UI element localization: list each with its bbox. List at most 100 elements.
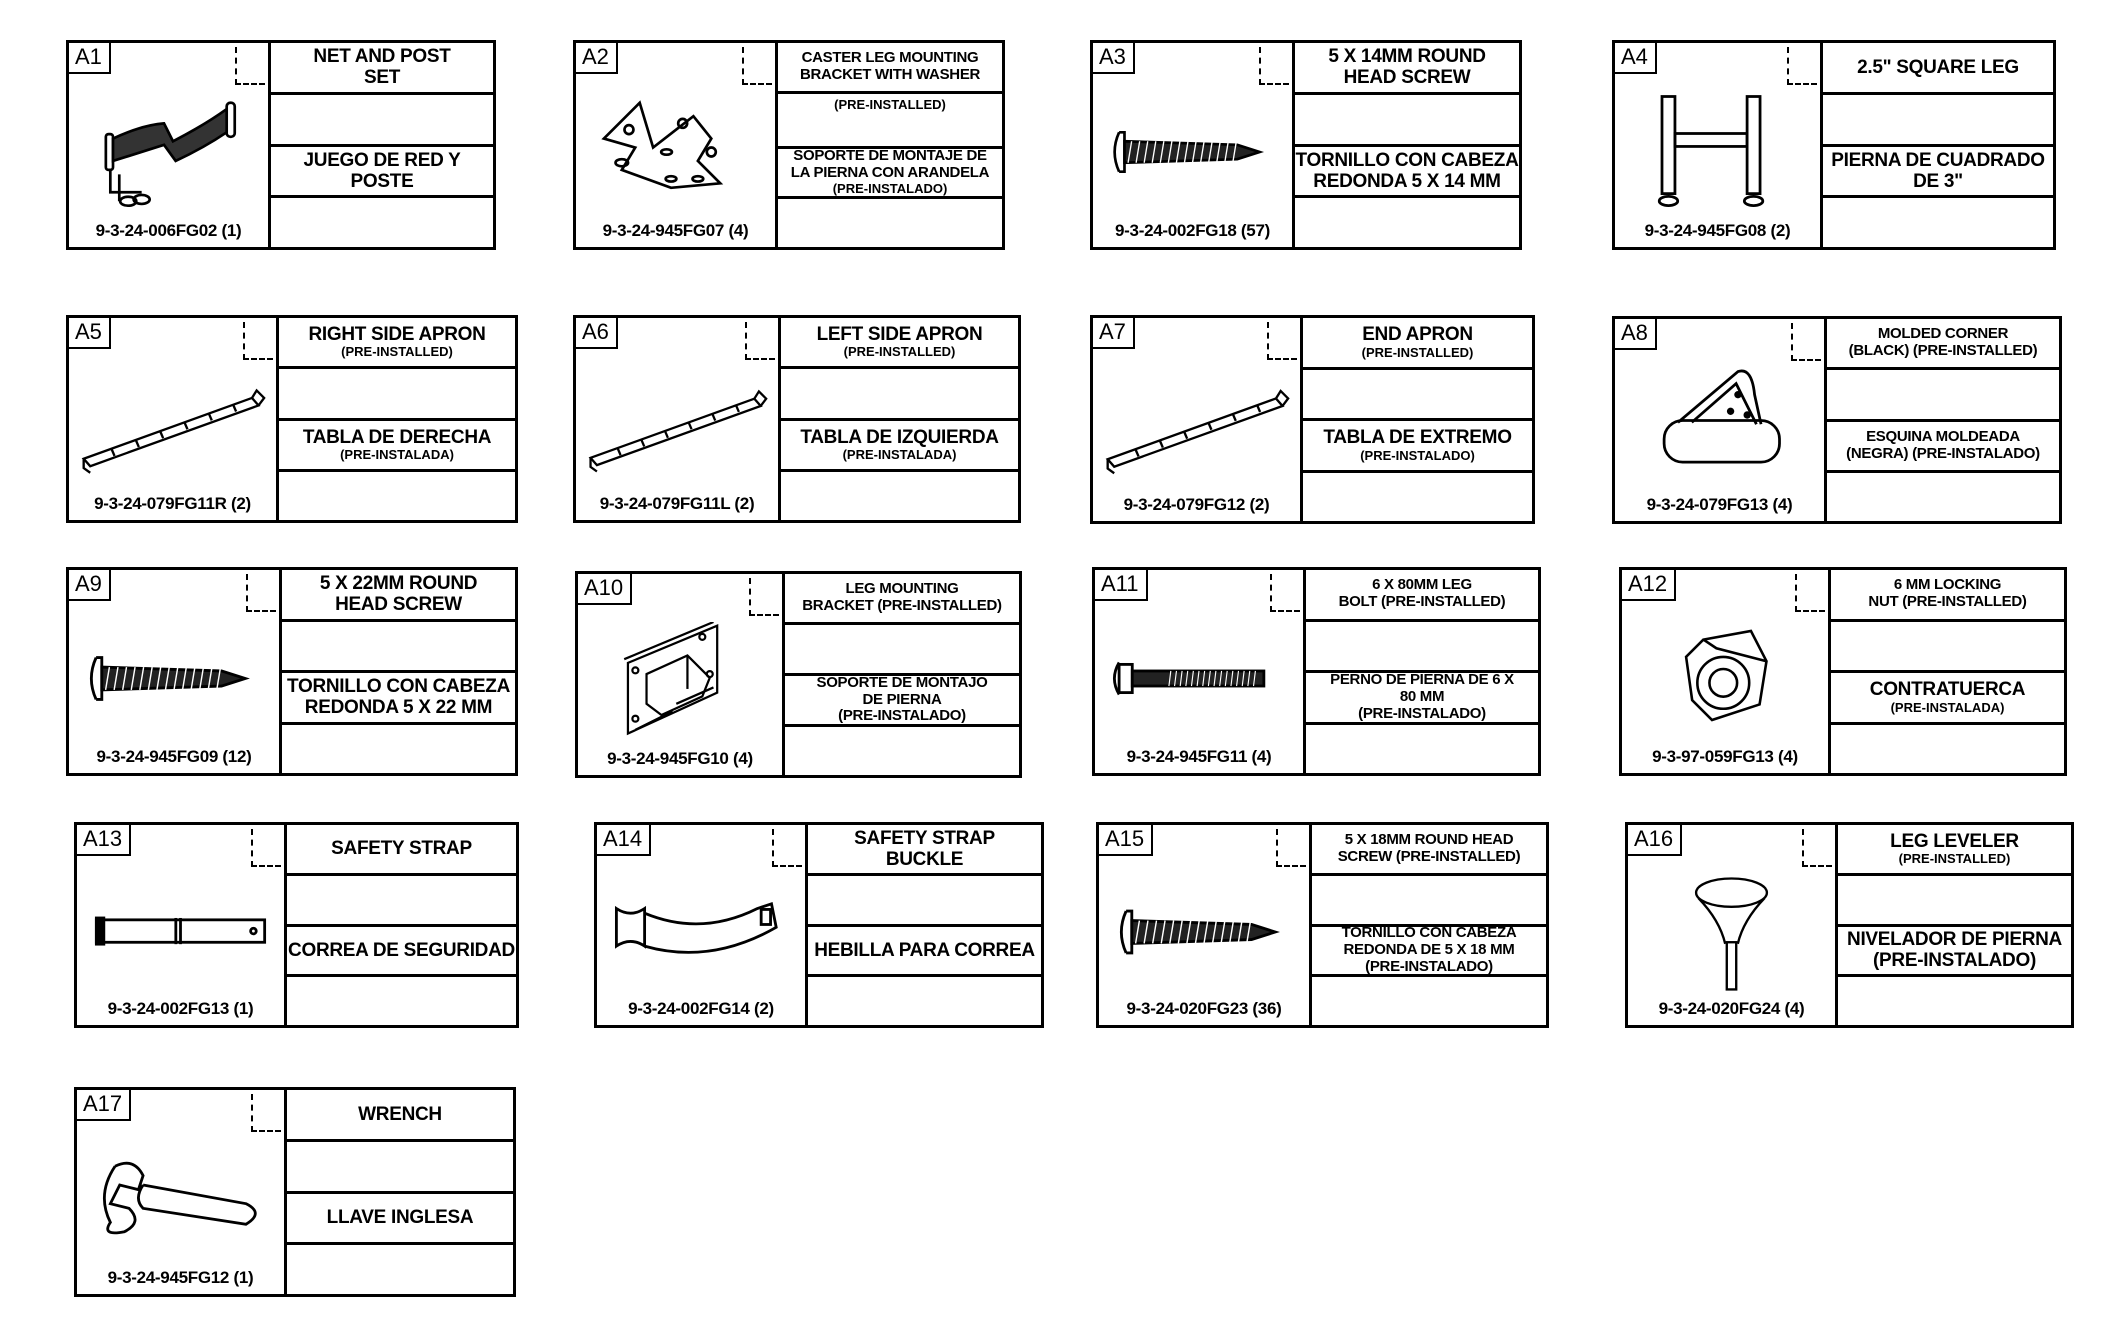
- spanish-description: LLAVE INGLESA: [287, 1194, 513, 1246]
- english-description: 2.5" SQUARE LEG: [1823, 43, 2053, 95]
- preinstalled-note: (PRE-INSTALADO): [1360, 447, 1475, 463]
- part-card-a15: A15 9-3-24-020FG23 (36) 5 X 18MM ROUND H…: [1096, 822, 1549, 1028]
- part-number: 9-3-24-945FG08 (2): [1644, 221, 1791, 240]
- part-illustration-panel: A6 9-3-24-079FG11L (2): [576, 318, 781, 520]
- spanish-description: HEBILLA PARA CORREA: [808, 927, 1041, 978]
- part-number: 9-3-24-079FG13 (4): [1646, 495, 1793, 514]
- description-line: (NEGRA) (PRE-INSTALADO): [1846, 444, 2040, 462]
- screw-icon: [1109, 873, 1299, 991]
- description-line: HEAD SCREW: [335, 594, 462, 616]
- dashed-corner-mark: [251, 1094, 281, 1132]
- description-line: CONTRATUERCA: [1869, 679, 2026, 701]
- part-id-label: A5: [69, 318, 111, 349]
- dashed-corner-mark: [742, 47, 772, 85]
- description-line: 5 X 22MM ROUND: [319, 572, 478, 594]
- dashed-corner-mark: [251, 829, 281, 867]
- part-card-a2: A2 9-3-24-945FG07 (4) CASTER LEG MOUNTIN…: [573, 40, 1005, 250]
- part-illustration-panel: A10 9-3-24-945FG10 (4): [578, 574, 785, 775]
- part-number: 9-3-24-945FG07 (4): [602, 221, 749, 240]
- blank-cell: [1303, 370, 1532, 421]
- description-line: TORNILLO CON CABEZA: [287, 675, 510, 697]
- description-line: TABLA DE EXTREMO: [1323, 427, 1512, 449]
- spanish-description: TABLA DE DERECHA(PRE-INSTALADA): [279, 421, 515, 472]
- description-line: TABLA DE IZQUIERDA: [800, 426, 999, 448]
- wrench-icon: [87, 1138, 274, 1260]
- blank-cell: [785, 727, 1019, 775]
- part-description-panel: MOLDED CORNER(BLACK) (PRE-INSTALLED) ESQ…: [1827, 319, 2059, 521]
- part-id-label: A4: [1615, 43, 1657, 74]
- leg-bracket-icon: [588, 622, 772, 741]
- description-line: MOLDED CORNER: [1877, 325, 2009, 343]
- part-number: 9-3-24-002FG14 (2): [628, 999, 774, 1018]
- part-number: 9-3-24-002FG13 (1): [107, 999, 254, 1018]
- description-line: NIVELADOR DE PIERNA: [1847, 929, 2062, 951]
- spanish-description: CORREA DE SEGURIDAD: [287, 927, 516, 978]
- part-illustration-panel: A4 9-3-24-945FG08 (2): [1615, 43, 1823, 247]
- preinstalled-note: (PRE-INSTALADA): [340, 446, 454, 462]
- part-number: 9-3-24-020FG24 (4): [1658, 999, 1805, 1018]
- description-line: REDONDA 5 X 22 MM: [304, 697, 493, 719]
- net-and-post-icon: [79, 91, 258, 213]
- preinstalled-note: (PRE-INSTALLED): [341, 344, 453, 360]
- description-line: (PRE-INSTALADO): [838, 707, 966, 725]
- part-illustration-panel: A12 9-3-97-059FG13 (4): [1622, 570, 1831, 773]
- part-id-label: A10: [578, 574, 633, 605]
- description-line: RIGHT SIDE APRON: [308, 324, 486, 346]
- preinstalled-note: (PRE-INSTALLED): [1361, 344, 1474, 360]
- square-leg-icon: [1625, 91, 1810, 213]
- dashed-corner-mark: [1270, 574, 1300, 612]
- part-number: 9-3-24-079FG11L (2): [599, 494, 755, 513]
- part-card-a8: A8 9-3-24-079FG13 (4) MOLDED CORNER(BLAC…: [1612, 316, 2062, 524]
- description-line: LEG LEVELER: [1890, 830, 2019, 852]
- blank-cell: [1306, 622, 1538, 673]
- part-illustration-panel: A15 9-3-24-020FG23 (36): [1099, 825, 1312, 1025]
- description-line: 80 MM: [1399, 687, 1445, 705]
- part-id-label: A13: [77, 825, 132, 856]
- part-illustration-panel: A14 9-3-24-002FG14 (2): [597, 825, 808, 1025]
- part-number: 9-3-24-002FG18 (57): [1115, 221, 1270, 240]
- english-description: MOLDED CORNER(BLACK) (PRE-INSTALLED): [1827, 319, 2059, 371]
- description-line: 6 MM LOCKING: [1893, 576, 2002, 594]
- part-card-a16: A16 9-3-24-020FG24 (4) LEG LEVELER(PRE-I…: [1625, 822, 2074, 1028]
- part-id-label: A3: [1093, 43, 1135, 74]
- preinstalled-note: (PRE-INSTALADO): [832, 180, 948, 196]
- blank-cell: [1831, 725, 2064, 774]
- description-line: LEG MOUNTING: [845, 580, 959, 598]
- dashed-corner-mark: [1259, 47, 1289, 85]
- description-line: TORNILLO CON CABEZA: [1341, 926, 1517, 942]
- blank-cell: [279, 369, 515, 421]
- part-id-label: A14: [597, 825, 652, 856]
- blank-cell: [271, 95, 493, 147]
- strap-buckle-icon: [607, 873, 795, 991]
- description-line: HEBILLA PARA CORREA: [814, 939, 1035, 961]
- description-line: LLAVE INGLESA: [326, 1207, 474, 1229]
- description-line: SAFETY STRAP: [331, 838, 472, 860]
- part-illustration-panel: A16 9-3-24-020FG24 (4): [1628, 825, 1838, 1025]
- part-illustration-panel: A11 9-3-24-945FG11 (4): [1095, 570, 1306, 773]
- part-id-label: A16: [1628, 825, 1683, 856]
- english-description: WRENCH: [287, 1090, 513, 1142]
- preinstalled-note: (PRE-INSTALADA): [1890, 699, 2005, 715]
- part-description-panel: RIGHT SIDE APRON(PRE-INSTALLED) TABLA DE…: [279, 318, 515, 520]
- description-line: DE 3": [1913, 170, 1963, 192]
